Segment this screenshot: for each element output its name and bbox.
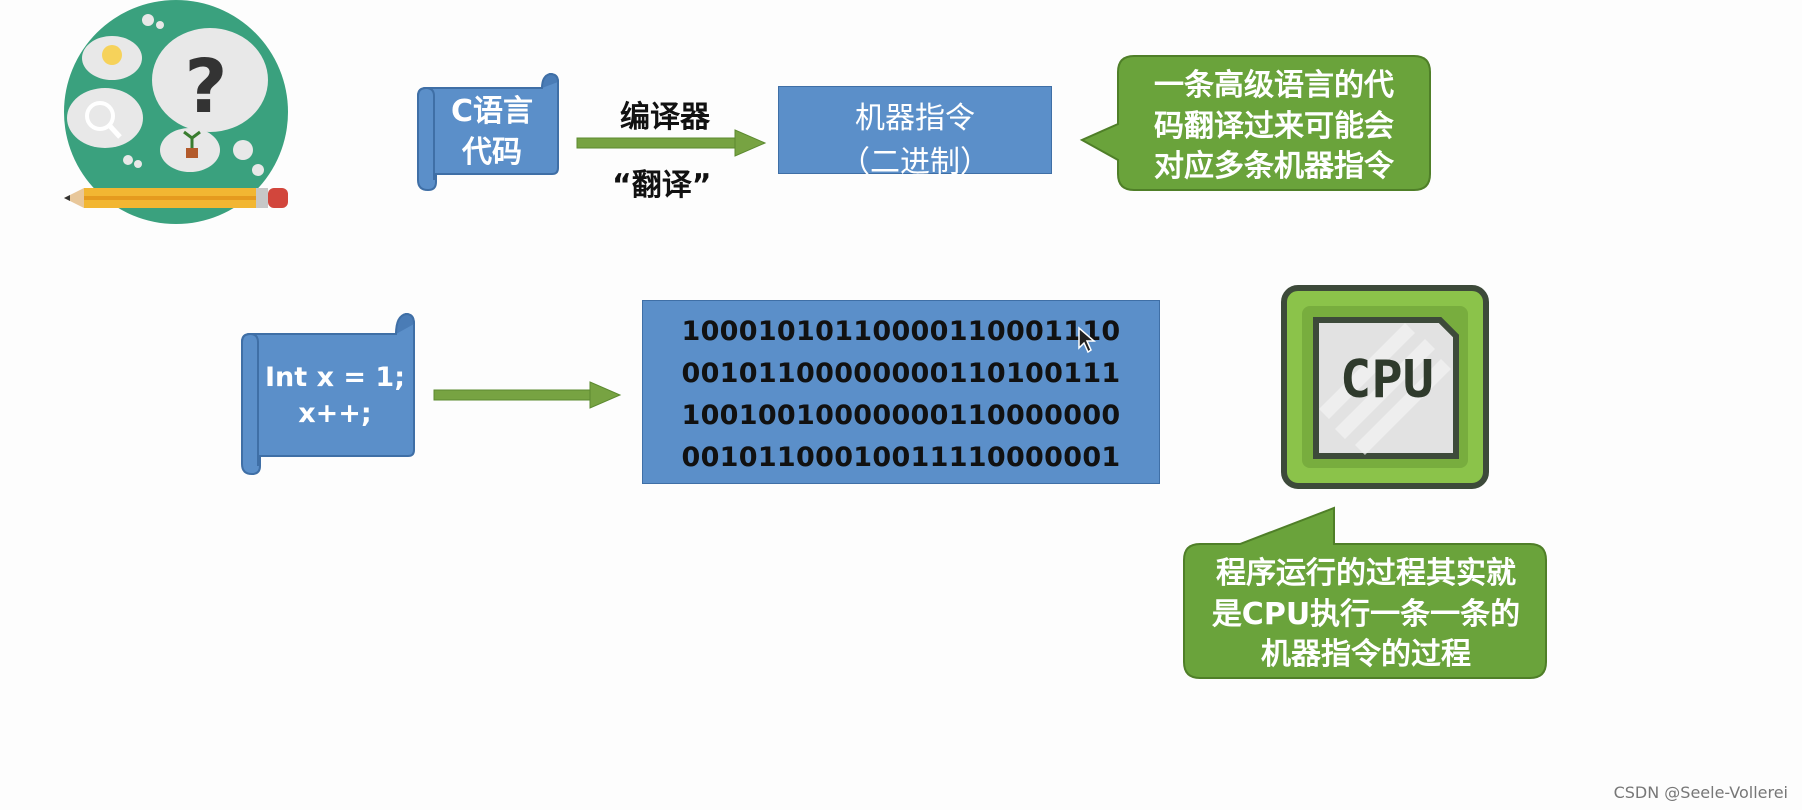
arrow-right-icon bbox=[576, 129, 767, 157]
bottom-speech-bubble bbox=[1183, 506, 1547, 679]
thinking-illustration: ? bbox=[64, 0, 288, 224]
mouse-cursor-icon bbox=[1078, 326, 1097, 354]
source-code-scroll bbox=[417, 72, 559, 192]
source-code-label: C语言 代码 bbox=[450, 94, 534, 170]
machine-instruction-subtitle: （二进制） bbox=[840, 145, 990, 180]
machine-instruction-title: 机器指令 bbox=[855, 101, 975, 136]
binary-line: 10010010000000110000000 bbox=[681, 400, 1121, 431]
top-bubble-text: 一条高级语言的代 码翻译过来可能会 对应多条机器指令 bbox=[1154, 68, 1394, 184]
bottom-bubble-text: 程序运行的过程其实就 是CPU执行一条一条的 机器指令的过程 bbox=[1211, 556, 1521, 672]
top-speech-bubble bbox=[1079, 55, 1431, 191]
arrow-right-icon bbox=[433, 381, 622, 409]
code-scroll-text: Int x = 1; x++; bbox=[265, 362, 405, 430]
watermark: CSDN @Seele-Vollerei bbox=[1613, 783, 1788, 802]
code-scroll bbox=[241, 312, 415, 476]
binary-line: 00101100010011110000001 bbox=[681, 442, 1121, 473]
binary-line: 10001010110000110001110 bbox=[681, 316, 1121, 347]
svg-text:?: ? bbox=[185, 44, 228, 130]
compiler-label: 编译器 bbox=[620, 100, 710, 135]
cpu-label: CPU bbox=[1340, 350, 1434, 410]
cpu-icon bbox=[1281, 285, 1489, 489]
binary-line: 00101100000000110100111 bbox=[681, 358, 1121, 389]
machine-instruction-box: 机器指令 （二进制） bbox=[778, 86, 1052, 180]
binary-code-box: 10001010110000110001110 0010110000000011… bbox=[642, 300, 1160, 484]
translate-label: “翻译” bbox=[612, 168, 712, 203]
